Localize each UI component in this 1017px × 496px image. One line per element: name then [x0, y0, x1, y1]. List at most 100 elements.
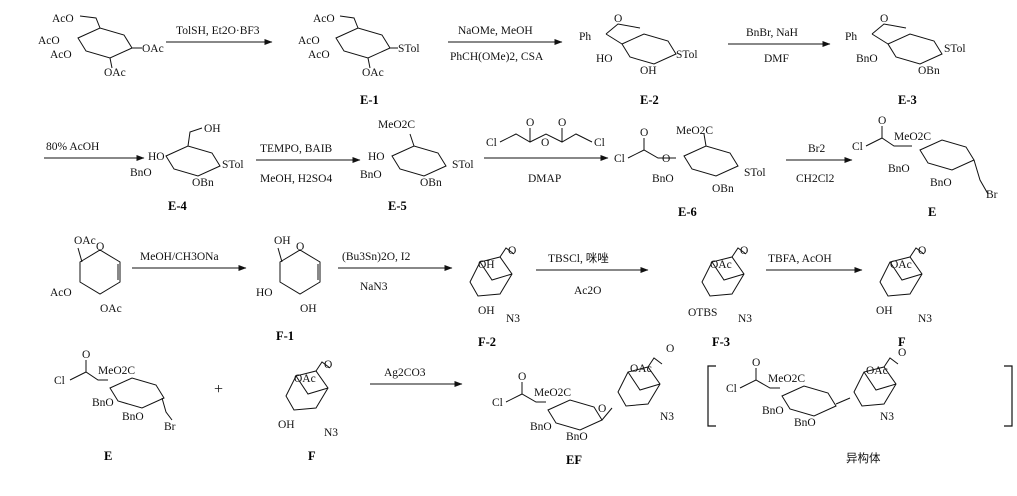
svg-text:OH: OH: [640, 65, 657, 77]
label-oac: OAc: [142, 43, 164, 55]
reagent-3-top: BnBr, NaH: [746, 27, 798, 39]
compound-label-e5: E-5: [388, 199, 407, 213]
compound-f3: OAc O OTBS N3 F-3: [688, 245, 752, 349]
svg-text:Br: Br: [164, 421, 176, 433]
svg-text:OAc: OAc: [866, 365, 888, 377]
reagent-9-top: (Bu3Sn)2O, I2: [342, 251, 411, 263]
compound-label-e4: E-4: [168, 199, 188, 213]
svg-text:BnO: BnO: [888, 163, 910, 175]
svg-text:OTBS: OTBS: [688, 307, 717, 319]
svg-text:STol: STol: [676, 49, 698, 61]
svg-text:HO: HO: [368, 151, 385, 163]
compound-label-e: E: [928, 205, 936, 219]
row-2: 80% AcOH OH HO STol BnO OBn E-4 TEMPO, B…: [44, 115, 998, 219]
compound-label-e-coupling: E: [104, 449, 112, 463]
svg-text:BnO: BnO: [566, 431, 588, 443]
svg-text:OH: OH: [478, 259, 495, 271]
svg-text:O: O: [614, 13, 622, 25]
compound-label-f2: F-2: [478, 335, 496, 349]
svg-text:Cl: Cl: [614, 153, 625, 165]
isomer-label: 异构体: [846, 451, 881, 465]
svg-text:Cl: Cl: [492, 397, 503, 409]
svg-text:O: O: [752, 357, 760, 369]
compound-f-coupling: OAc O OH N3 F: [278, 359, 338, 463]
starting-material-tri-o-acetyl-glucal: OAc O AcO OAc: [50, 235, 122, 315]
compound-ef: Cl O MeO2C BnO BnO O OAc O N3 EF: [492, 343, 674, 467]
svg-text:OAc: OAc: [362, 67, 384, 79]
compound-label-f-coupling: F: [308, 449, 316, 463]
compound-e2: Ph O STol HO OH E-2: [579, 13, 698, 107]
compound-e3: Ph O STol BnO OBn E-3: [845, 13, 966, 107]
svg-text:Cl: Cl: [852, 141, 863, 153]
reagent-2-top: NaOMe, MeOH: [458, 25, 533, 37]
svg-text:O: O: [878, 115, 886, 127]
svg-text:OH: OH: [204, 123, 221, 135]
svg-text:N3: N3: [918, 313, 932, 325]
starting-material-peracetyl-glucose: AcO AcO AcO OAc OAc: [38, 13, 164, 79]
compound-f1: OH O HO OH F-1: [256, 235, 321, 343]
svg-text:AcO: AcO: [50, 287, 72, 299]
svg-text:BnO: BnO: [130, 167, 152, 179]
compound-e: Cl O MeO2C BnO BnO Br E: [852, 115, 998, 219]
reagent-2-bottom: PhCH(OMe)2, CSA: [450, 51, 544, 63]
reagent-6-bottom: DMAP: [528, 173, 561, 185]
svg-text:O: O: [666, 343, 674, 355]
svg-text:BnO: BnO: [92, 397, 114, 409]
svg-text:Ph: Ph: [579, 31, 591, 43]
svg-text:OAc: OAc: [294, 373, 316, 385]
reagent-9-bottom: NaN3: [360, 281, 388, 293]
chloroacetic-anhydride: Cl O O O Cl: [486, 117, 605, 149]
row-1: AcO AcO AcO OAc OAc TolSH, Et2O·BF3 AcO …: [38, 13, 966, 107]
compound-label-ef: EF: [566, 453, 582, 467]
compound-e6: Cl O O MeO2C STol BnO OBn E-6: [614, 125, 766, 219]
svg-text:Cl: Cl: [594, 137, 605, 149]
svg-text:BnO: BnO: [360, 169, 382, 181]
svg-text:BnO: BnO: [122, 411, 144, 423]
svg-text:MeO2C: MeO2C: [894, 131, 931, 143]
svg-text:BnO: BnO: [856, 53, 878, 65]
reagent-12: Ag2CO3: [384, 367, 426, 379]
compound-label-f3: F-3: [712, 335, 730, 349]
label-aco: AcO: [50, 49, 72, 61]
svg-text:O: O: [526, 117, 534, 129]
svg-text:O: O: [740, 245, 748, 257]
svg-text:OBn: OBn: [918, 65, 940, 77]
svg-text:OAc: OAc: [74, 235, 96, 247]
svg-text:O: O: [324, 359, 332, 371]
svg-text:STol: STol: [398, 43, 420, 55]
svg-text:N3: N3: [880, 411, 894, 423]
svg-text:O: O: [918, 245, 926, 257]
label-aco: AcO: [52, 13, 74, 25]
reagent-10-bottom: Ac2O: [574, 285, 601, 297]
svg-text:O: O: [558, 117, 566, 129]
svg-text:MeO2C: MeO2C: [534, 387, 571, 399]
compound-e1: AcO AcO AcO STol OAc E-1: [298, 13, 420, 107]
svg-text:OH: OH: [478, 305, 495, 317]
svg-text:O: O: [640, 127, 648, 139]
svg-text:STol: STol: [744, 167, 766, 179]
compound-label-e2: E-2: [640, 93, 659, 107]
svg-text:BnO: BnO: [762, 405, 784, 417]
compound-label-e1: E-1: [360, 93, 379, 107]
svg-text:Cl: Cl: [54, 375, 65, 387]
compound-f: OAc O OH N3 F: [876, 245, 932, 349]
svg-text:MeO2C: MeO2C: [378, 119, 415, 131]
compound-label-e6: E-6: [678, 205, 697, 219]
svg-text:OBn: OBn: [420, 177, 442, 189]
svg-text:O: O: [296, 241, 304, 253]
svg-text:O: O: [508, 245, 516, 257]
svg-text:N3: N3: [506, 313, 520, 325]
svg-text:O: O: [898, 347, 906, 359]
svg-text:BnO: BnO: [794, 417, 816, 429]
svg-text:O: O: [880, 13, 888, 25]
svg-text:AcO: AcO: [308, 49, 330, 61]
svg-text:N3: N3: [660, 411, 674, 423]
reagent-7-bottom: CH2Cl2: [796, 173, 835, 185]
reagent-7-top: Br2: [808, 143, 826, 155]
compound-e-coupling: Cl O MeO2C BnO BnO Br E: [54, 349, 176, 463]
reagent-1: TolSH, Et2O·BF3: [176, 25, 260, 37]
compound-label-f: F: [898, 335, 906, 349]
label-aco: AcO: [38, 35, 60, 47]
svg-text:BnO: BnO: [652, 173, 674, 185]
